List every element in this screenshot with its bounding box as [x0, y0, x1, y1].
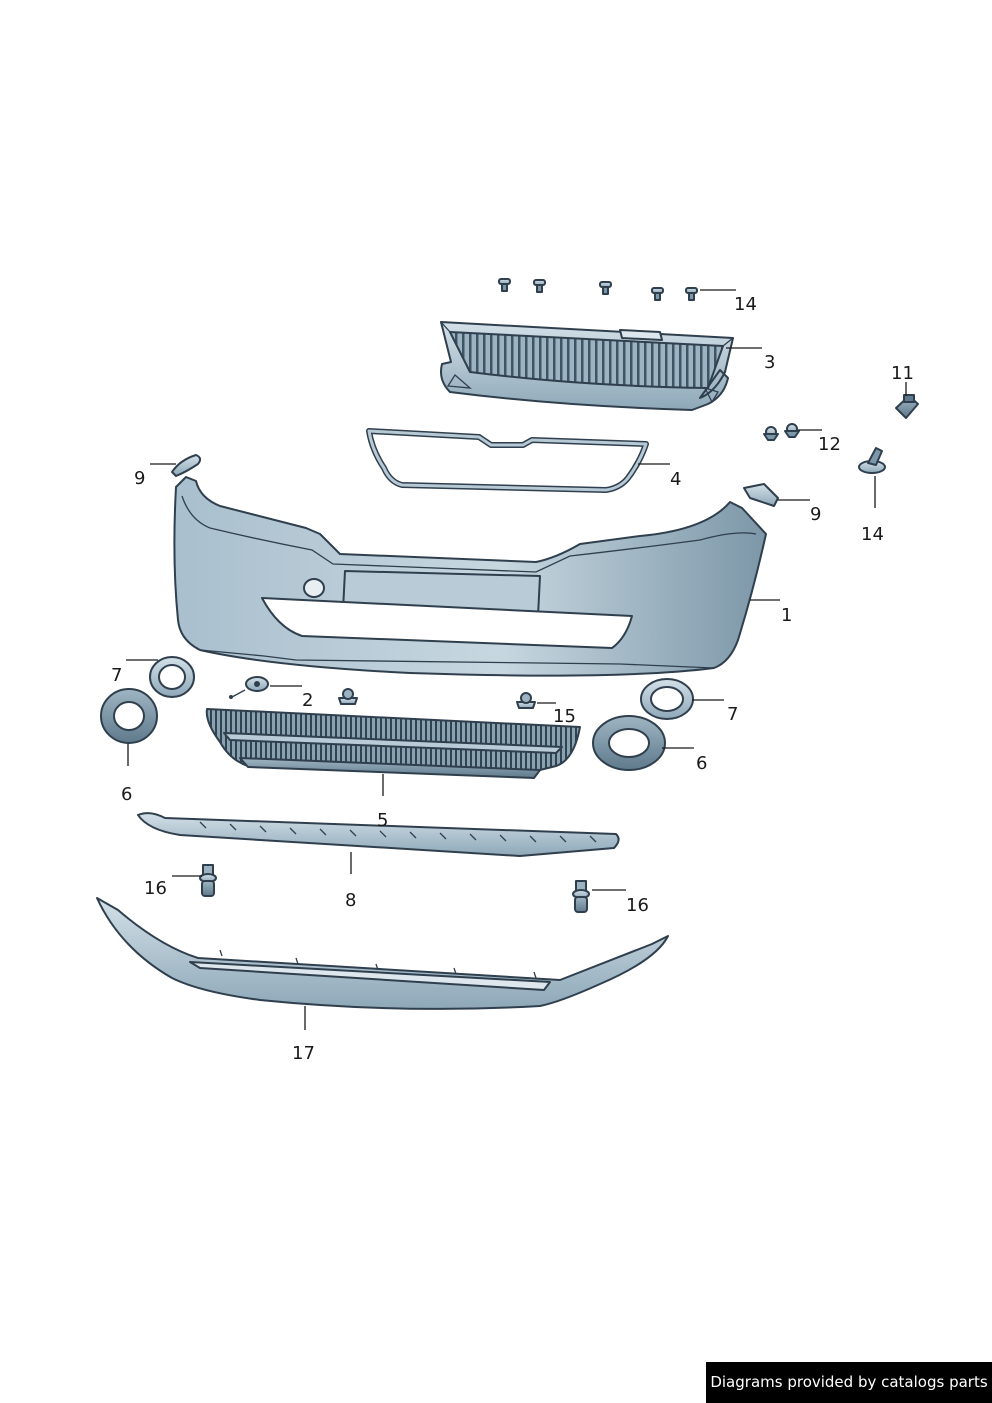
radiator-grille [440, 321, 734, 411]
callout-15: 15 [553, 706, 576, 727]
credit-banner: Diagrams provided by catalogs parts [706, 1362, 992, 1403]
callout-4: 4 [670, 469, 681, 490]
callout-2: 2 [302, 690, 313, 711]
screw-icon [533, 279, 546, 293]
rivet-14 [858, 447, 886, 474]
callout-9-left: 9 [134, 468, 145, 489]
clip-icon [763, 426, 779, 441]
callout-7-right: 7 [727, 704, 738, 725]
callout-12: 12 [818, 434, 841, 455]
clip-icon [784, 423, 800, 438]
callout-labels: 14 3 11 12 4 9 9 14 1 7 2 15 7 6 6 5 16 … [111, 294, 914, 1064]
screw-icon [498, 278, 511, 292]
callout-11: 11 [891, 363, 914, 384]
cover-cap-right [743, 483, 779, 507]
screw-icon [651, 287, 664, 301]
screw-16-right [572, 880, 590, 913]
screw-icon [685, 287, 698, 301]
grille-seal-frame [366, 428, 649, 493]
callout-14-right: 14 [861, 524, 884, 545]
cover-cap-left [171, 454, 202, 477]
callout-7-left: 7 [111, 665, 122, 686]
fog-lamp-ring-left [149, 656, 195, 698]
nut-15-left [338, 688, 358, 705]
lower-grille [205, 708, 581, 779]
callout-5: 5 [377, 810, 388, 831]
callout-17: 17 [292, 1043, 315, 1064]
callout-6-right: 6 [696, 753, 707, 774]
callout-14-top: 14 [734, 294, 757, 315]
nut-15-right [516, 692, 536, 709]
fog-lamp-ring-right [640, 678, 694, 720]
leader-lines [126, 289, 907, 1030]
callout-6-left: 6 [121, 784, 132, 805]
callout-1: 1 [781, 605, 792, 626]
callout-8: 8 [345, 890, 356, 911]
screw-icon [599, 281, 612, 295]
callout-16-right: 16 [626, 895, 649, 916]
screw-group-14-top [498, 278, 698, 301]
washer-2 [229, 676, 269, 699]
callout-3: 3 [764, 352, 775, 373]
bumper-cover [173, 476, 767, 677]
callout-9-right: 9 [810, 504, 821, 525]
spoiler-lip [96, 897, 669, 1010]
fog-lamp-cover-left [100, 688, 158, 744]
screw-16-left [199, 864, 217, 897]
callout-16-left: 16 [144, 878, 167, 899]
fog-lamp-cover-right [592, 715, 666, 771]
expansion-nut [895, 394, 919, 419]
clip-group-12 [763, 423, 800, 441]
trim-strip [137, 812, 620, 857]
